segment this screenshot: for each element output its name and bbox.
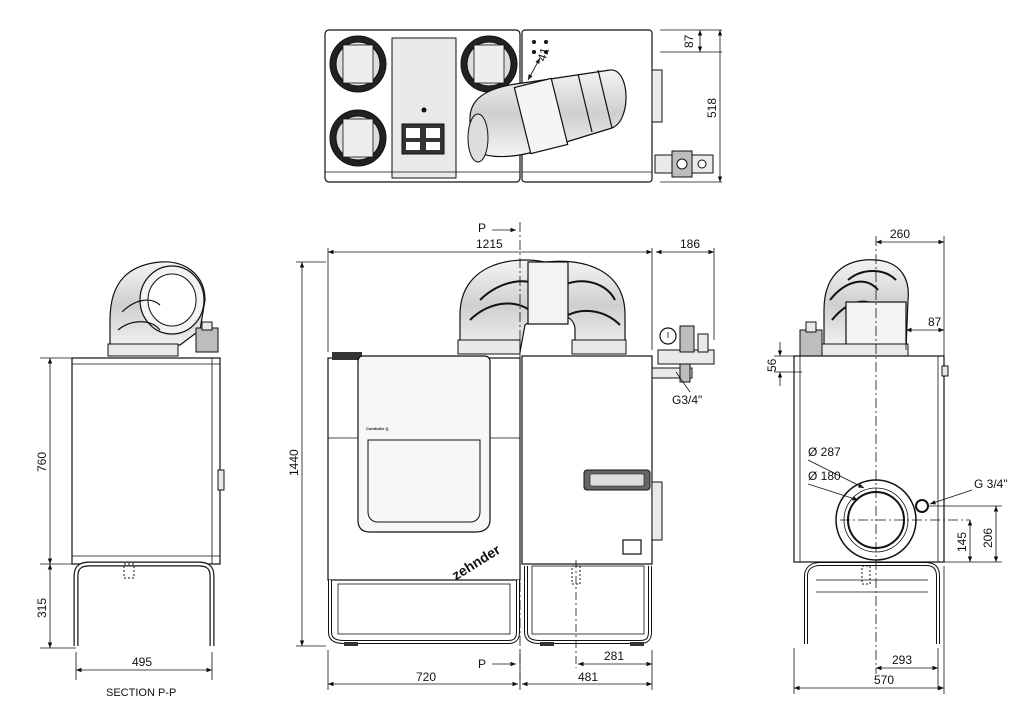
- right-thread-port: [915, 499, 929, 513]
- front-view: ComfoAir Q zehnder P: [287, 221, 715, 690]
- dim-left-315: 315: [35, 598, 49, 618]
- dim-dia-287: Ø 287: [808, 445, 841, 459]
- dim-right-87: 87: [928, 315, 942, 329]
- model-label: ComfoAir Q: [366, 426, 388, 431]
- top-port-tr: [460, 35, 518, 93]
- left-duct: [107, 261, 206, 357]
- left-view: 760 315 495 SECTION P-P: [35, 261, 225, 699]
- dim-right-570: 570: [874, 673, 894, 687]
- right-view: 260 87 56 Ø 287 Ø 180 G 3/4" 145 206 293…: [765, 227, 1008, 694]
- right-duct: [819, 259, 909, 357]
- right-unit-body: [793, 355, 945, 563]
- front-unit-right: [521, 355, 653, 565]
- front-valve-group: [651, 325, 715, 383]
- top-view: 87 518 41: [324, 29, 723, 183]
- left-unit-body: [71, 357, 221, 565]
- top-duct: [467, 69, 627, 163]
- thread-label-right: G 3/4": [974, 477, 1008, 491]
- dim-front-720: 720: [416, 670, 436, 684]
- dim-top-518: 518: [705, 98, 719, 118]
- dim-right-293: 293: [892, 653, 912, 667]
- dim-top-41: 41: [535, 46, 553, 63]
- top-port-tl: [329, 35, 387, 93]
- dim-dia-180: Ø 180: [808, 469, 841, 483]
- right-stand: [804, 562, 940, 644]
- dim-left-495: 495: [132, 655, 152, 669]
- left-stand: [73, 561, 215, 646]
- section-marker-bottom: P: [478, 657, 486, 671]
- front-duct: [457, 259, 627, 355]
- dim-right-260: 260: [890, 227, 910, 241]
- dim-right-56: 56: [765, 358, 779, 372]
- top-port-bl: [329, 109, 387, 167]
- dim-right-206: 206: [981, 528, 995, 548]
- thread-label-main: G3/4": [672, 393, 702, 407]
- front-stand: [328, 580, 520, 644]
- dim-main-width: 1215: [476, 237, 503, 251]
- dim-top-87: 87: [682, 34, 696, 48]
- dim-front-481: 481: [578, 670, 598, 684]
- dim-left-760: 760: [35, 452, 49, 472]
- section-marker-top: P: [478, 221, 486, 235]
- section-label: SECTION P-P: [106, 687, 176, 699]
- dim-valve-width: 186: [680, 237, 700, 251]
- dim-main-height: 1440: [287, 449, 301, 476]
- dim-right-145: 145: [955, 532, 969, 552]
- front-panel: [357, 355, 491, 533]
- dim-front-281: 281: [604, 649, 624, 663]
